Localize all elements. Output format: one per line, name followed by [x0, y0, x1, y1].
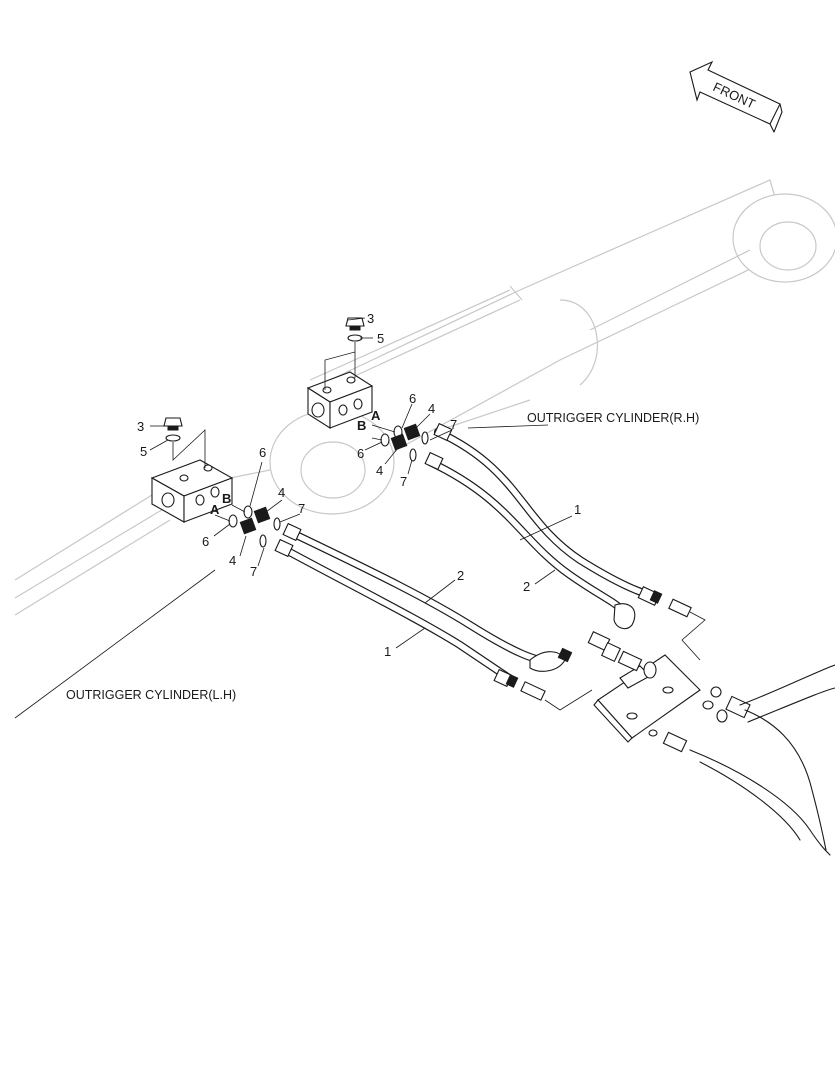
bracket-assembly: [520, 598, 835, 856]
valve-block-lh: [150, 459, 234, 523]
label-4-rh-top: 4: [428, 401, 435, 416]
hoses-lh: [274, 522, 573, 688]
label-3-rh: 3: [367, 311, 374, 326]
port-a-rh: A: [371, 408, 381, 423]
label-6-lh-top: 6: [259, 445, 266, 460]
adapter-rh-a: [403, 423, 421, 441]
label-5-lh: 5: [140, 444, 147, 459]
adapter-lh-a: [253, 506, 271, 524]
label-4-lh-top: 4: [278, 485, 285, 500]
label-6-rh-top: 6: [409, 391, 416, 406]
label-2-lh: 2: [457, 568, 464, 583]
label-4-lh-bottom: 4: [229, 553, 236, 568]
cylinder-rh-label: OUTRIGGER CYLINDER(R.H): [527, 411, 699, 425]
label-7-lh-top: 7: [298, 501, 305, 516]
fittings-rh: [371, 423, 429, 462]
front-direction-arrow: FRONT: [689, 60, 783, 133]
label-5-rh: 5: [377, 331, 384, 346]
plug-lh: [163, 417, 206, 468]
label-7-lh-bottom: 7: [250, 564, 257, 579]
port-a-lh: A: [210, 502, 220, 517]
part-number-labels: 3 5 3 5 6 4 7 6 4 7 6 4 7 6 4 7 1 2 2 1: [137, 311, 581, 659]
adapter-rh-b: [390, 433, 408, 451]
cylinder-lh-label: OUTRIGGER CYLINDER(L.H): [66, 688, 236, 702]
label-2-rh: 2: [523, 579, 530, 594]
label-6-rh-bottom: 6: [357, 446, 364, 461]
leader-lines: [14, 317, 573, 719]
adapter-lh-b: [239, 517, 257, 535]
valve-block-rh: [306, 371, 374, 430]
outrigger-cylinder-lh-ghost: [14, 469, 271, 616]
port-b-rh: B: [357, 418, 366, 433]
label-6-lh-bottom: 6: [202, 534, 209, 549]
fittings-lh: [214, 504, 281, 548]
hoses-rh: [424, 422, 663, 630]
port-b-lh: B: [222, 491, 231, 506]
outrigger-cylinder-rh-ghost: [269, 179, 835, 515]
label-1-rh: 1: [574, 502, 581, 517]
label-4-rh-bottom: 4: [376, 463, 383, 478]
label-7-rh-top: 7: [450, 417, 457, 432]
label-3-lh: 3: [137, 419, 144, 434]
port-labels: A B B A: [210, 408, 381, 517]
label-7-rh-bottom: 7: [400, 474, 407, 489]
label-1-lh: 1: [384, 644, 391, 659]
